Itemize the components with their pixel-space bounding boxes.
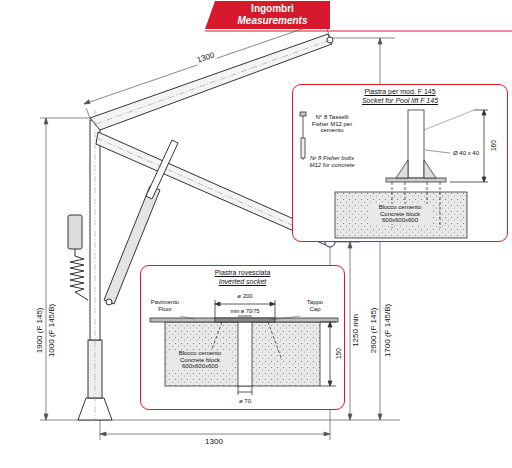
part-note: Pavimento Floor: [147, 299, 183, 312]
dimension: Ø 40 x 40: [452, 150, 480, 157]
dimension: ø 70: [238, 398, 252, 405]
dimension: 2600 (F 145): [370, 306, 379, 354]
dimension: 1700 (F 145/B): [385, 302, 394, 357]
dimension: 1250 min: [352, 313, 361, 348]
inset-heading: Piastra per mod. F 145: [293, 88, 507, 97]
part-note: Nr 8 Fisher bolts M12 for concrete: [308, 155, 356, 168]
header-text: Ingombri: [219, 3, 326, 15]
inset-heading: Piastra rovesciata: [141, 269, 344, 278]
part-note: Tappo Cap: [301, 299, 329, 312]
part-note: Blocco cemento Concrete block 600x600x60…: [368, 204, 432, 224]
dimension: ø 200: [236, 293, 253, 300]
part-note: Blocco cemento Concrete block 600x600x60…: [168, 350, 232, 370]
inset-panel: Piastra rovesciataInverted socket: [140, 265, 345, 410]
dimension: 1300: [195, 51, 217, 66]
dimension: 1000 (F 145/B): [49, 302, 58, 357]
header-text: Measurements: [219, 15, 326, 27]
dimension: 150: [334, 348, 341, 361]
dimension: 1900 (F 145): [36, 306, 45, 354]
inset-heading: Inverted socket: [141, 278, 344, 287]
inset-heading: Socket for Pool lift F 145: [293, 97, 507, 106]
dimension: 160: [489, 140, 496, 153]
dimension: min ø 70/75: [229, 308, 260, 314]
dimension: 1300: [204, 438, 224, 447]
part-note: N° 8 Tasselli Fisher M12 per cemento: [308, 114, 356, 134]
header-tab: IngombriMeasurements: [205, 1, 330, 29]
